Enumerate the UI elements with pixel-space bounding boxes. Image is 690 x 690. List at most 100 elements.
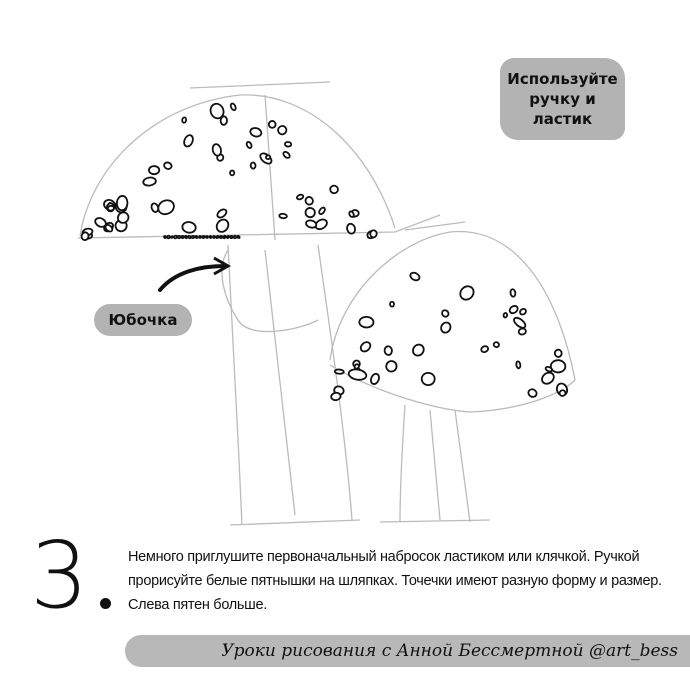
spot (249, 127, 263, 138)
spot (249, 161, 257, 170)
spot (198, 235, 202, 239)
spot (412, 343, 425, 357)
spot (544, 365, 553, 373)
spot (329, 184, 339, 195)
spot (229, 102, 237, 112)
spot (519, 307, 527, 316)
spot (194, 235, 199, 239)
spot (304, 207, 316, 219)
spot (267, 120, 277, 129)
spot (170, 235, 174, 239)
spot (305, 219, 318, 229)
spot (369, 229, 378, 239)
spot (163, 161, 173, 170)
spot (492, 341, 500, 349)
arrow-icon (158, 264, 227, 292)
spot (116, 211, 130, 224)
spot (94, 217, 107, 228)
spot (480, 345, 490, 354)
spot (157, 199, 175, 216)
spot (283, 141, 293, 148)
spot (229, 234, 234, 240)
spot (115, 195, 129, 212)
spot (296, 193, 305, 201)
spot (389, 300, 395, 308)
spot (219, 115, 228, 126)
spot (80, 231, 90, 241)
spot (173, 234, 178, 240)
spot (318, 206, 326, 215)
spot (359, 341, 372, 353)
spot (330, 391, 342, 402)
spot (236, 235, 241, 239)
spot (183, 134, 194, 148)
spot (513, 316, 527, 329)
spot (358, 315, 375, 329)
spot (229, 169, 236, 177)
spot (163, 235, 167, 239)
spot (385, 360, 398, 373)
spot (190, 234, 196, 240)
spot (282, 150, 291, 159)
credit-banner: Уроки рисования с Анной Бессмертной @art… (125, 635, 690, 667)
spot (211, 143, 222, 157)
spot (176, 234, 182, 240)
spot (215, 235, 220, 239)
spot (304, 196, 314, 206)
spot (508, 305, 519, 315)
arrowhead-icon (213, 256, 232, 276)
spot (440, 321, 452, 334)
step-dot (100, 598, 111, 609)
spot (553, 348, 563, 358)
spot (181, 116, 188, 124)
spot (166, 234, 171, 240)
spot (232, 234, 238, 240)
spot (509, 288, 517, 298)
spot (148, 165, 161, 176)
spot (183, 234, 189, 240)
step-number: 3 (30, 522, 89, 629)
spot (459, 285, 475, 301)
skirt-label: Юбочка (94, 304, 192, 336)
spot (208, 235, 213, 239)
spot (441, 309, 450, 318)
spot (106, 204, 115, 212)
spot (502, 312, 509, 319)
spot (541, 371, 555, 385)
spot (142, 176, 157, 187)
spot (558, 389, 567, 397)
spot (515, 360, 522, 370)
spot (212, 235, 216, 239)
spot (150, 202, 160, 213)
spot (180, 235, 185, 239)
tip-badge: Используйте ручку и ластик (500, 58, 625, 140)
spot (225, 235, 231, 239)
spot (527, 388, 538, 398)
spot (278, 212, 288, 220)
spot (420, 371, 436, 387)
spot (201, 235, 206, 239)
spot (222, 234, 227, 240)
spot (314, 218, 328, 231)
spot (517, 327, 527, 336)
spot (370, 372, 380, 385)
spot (277, 125, 288, 136)
spot (209, 102, 225, 120)
spot (383, 345, 393, 356)
spot (346, 222, 356, 235)
spot (205, 235, 209, 239)
spot (549, 359, 567, 374)
spot (348, 210, 355, 218)
spot (245, 140, 253, 149)
step-description: Немного приглушите первоначальный наброс… (128, 549, 662, 613)
spot (181, 221, 197, 234)
spot (265, 154, 272, 161)
spot (216, 208, 228, 219)
spot (218, 235, 224, 239)
spot (409, 271, 421, 282)
spot (333, 368, 345, 375)
spot (347, 368, 368, 381)
cap-spots (80, 102, 569, 402)
